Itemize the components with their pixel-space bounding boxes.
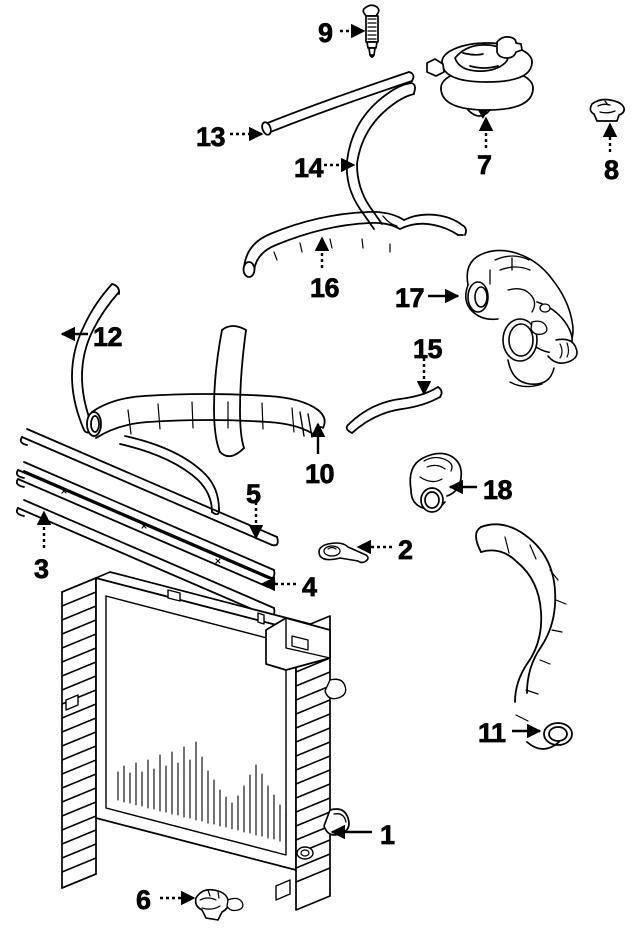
callout-label-3: 3 (34, 554, 50, 584)
part-heater-outlet-hose (242, 211, 467, 278)
callout-label-18: 18 (483, 475, 513, 505)
part-small-l-hose (119, 435, 221, 516)
callout-label-7: 7 (477, 150, 493, 180)
callout-arrows (36, 23, 618, 906)
callout-label-1: 1 (380, 820, 396, 850)
callout-label-5: 5 (246, 479, 262, 509)
part-water-outlet-housing (464, 249, 578, 388)
callout-label-2: 2 (398, 535, 414, 565)
callout-label-12: 12 (93, 322, 123, 352)
part-heater-inlet-hose (345, 82, 416, 230)
part-bypass-hose-small (261, 71, 415, 136)
part-lower-radiator-hose (475, 523, 573, 750)
part-water-inlet-elbow (409, 452, 463, 513)
part-upper-radiator-hose (86, 393, 326, 439)
callout-label-15: 15 (413, 334, 443, 364)
part-radiator-assembly (61, 571, 350, 911)
callout-label-11: 11 (478, 718, 507, 748)
callout-label-14: 14 (294, 153, 324, 183)
part-hose-clamp-bracket (589, 98, 625, 122)
callout-label-13: 13 (196, 122, 226, 152)
part-hose-stub (213, 325, 247, 458)
callout-label-6: 6 (136, 885, 152, 915)
callout-label-10: 10 (305, 459, 335, 489)
callout-label-16: 16 (310, 273, 340, 303)
callout-label-9: 9 (318, 18, 334, 48)
part-drain-plug-clip (318, 542, 369, 564)
callout-label-4: 4 (302, 572, 318, 602)
part-radiator-cap (426, 36, 534, 119)
part-mounting-bolt (362, 4, 380, 58)
callout-label-8: 8 (604, 155, 620, 185)
part-drain-cock (194, 888, 244, 921)
part-overflow-hose (71, 283, 121, 434)
part-water-bypass-hose (345, 386, 443, 434)
callout-label-17: 17 (395, 283, 425, 313)
